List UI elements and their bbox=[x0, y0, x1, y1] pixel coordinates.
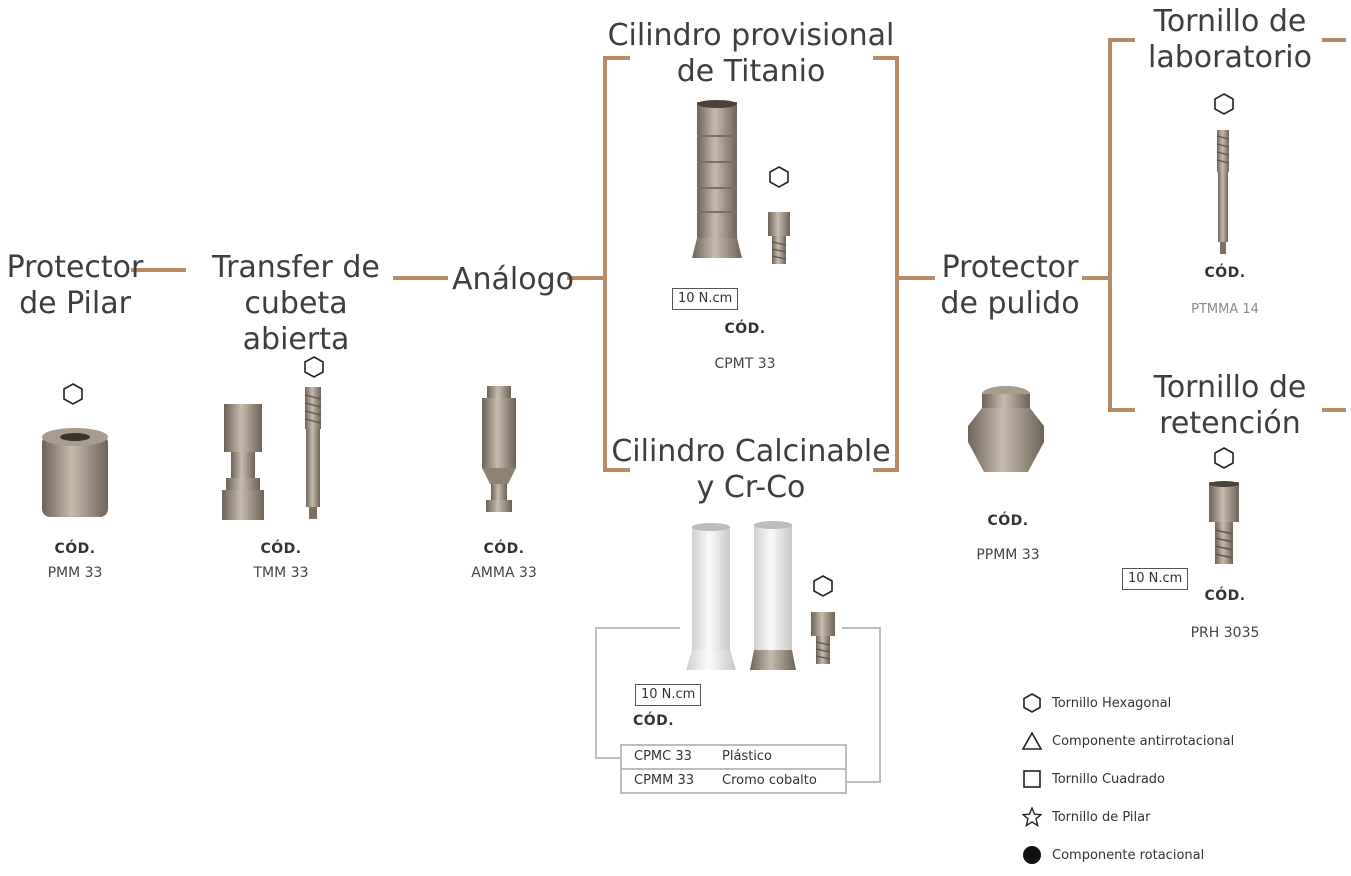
legend-item: Tornillo Hexagonal bbox=[1022, 692, 1234, 714]
calcinable-table: CPMC 33 Plástico CPMM 33 Cromo cobalto bbox=[620, 744, 847, 794]
transfer-image bbox=[222, 404, 264, 520]
legend-item: Tornillo de Pilar bbox=[1022, 806, 1234, 828]
transfer-screw-image bbox=[304, 387, 322, 519]
hexagon-icon bbox=[813, 575, 833, 597]
legend: Tornillo Hexagonal Componente antirrotac… bbox=[1022, 692, 1234, 866]
legend-item: Componente rotacional bbox=[1022, 844, 1234, 866]
torque-badge: 10 N.cm bbox=[672, 288, 739, 310]
code-cilindro-titanio: CPMT 33 bbox=[714, 356, 776, 372]
analogo-image bbox=[482, 386, 516, 512]
title-tornillo-retencion: Tornillo de retención bbox=[1153, 370, 1307, 441]
code-tornillo-laboratorio: PTMMA 14 bbox=[1191, 302, 1259, 317]
torque-badge: 10 N.cm bbox=[635, 684, 702, 706]
cod-label: CÓD. bbox=[724, 321, 766, 337]
code-tornillo-retencion: PRH 3035 bbox=[1190, 625, 1260, 641]
legend-label: Componente rotacional bbox=[1052, 847, 1205, 863]
title-protector-pilar: Protector de Pilar bbox=[6, 250, 144, 321]
protector-pilar-image bbox=[42, 428, 108, 517]
table-row: CPMC 33 Plástico bbox=[622, 746, 845, 768]
cod-label: CÓD. bbox=[54, 541, 96, 557]
legend-label: Tornillo de Pilar bbox=[1052, 809, 1151, 825]
cod-label: CÓD. bbox=[260, 541, 302, 557]
title-transfer: Transfer de cubeta abierta bbox=[212, 250, 380, 357]
code-protector-pilar: PMM 33 bbox=[47, 565, 103, 581]
table-cell-code: CPMM 33 bbox=[634, 773, 695, 788]
hexagon-icon bbox=[304, 356, 324, 378]
cilindro-titanio-screw-image bbox=[768, 212, 790, 264]
torque-badge: 10 N.cm bbox=[1122, 568, 1189, 590]
table-cell-code: CPMC 33 bbox=[634, 749, 692, 764]
hexagon-icon bbox=[769, 166, 789, 188]
cod-label: CÓD. bbox=[1204, 265, 1246, 281]
hexagon-icon bbox=[1214, 447, 1234, 469]
triangle-icon bbox=[1022, 731, 1042, 750]
hexagon-icon bbox=[63, 383, 83, 405]
title-protector-pulido: Protector de pulido bbox=[940, 250, 1080, 321]
cilindro-titanio-image bbox=[692, 100, 742, 258]
legend-item: Tornillo Cuadrado bbox=[1022, 768, 1234, 790]
protector-pulido-image bbox=[968, 386, 1044, 472]
legend-label: Tornillo Hexagonal bbox=[1052, 695, 1172, 711]
title-tornillo-laboratorio: Tornillo de laboratorio bbox=[1148, 4, 1312, 75]
title-cilindro-calcinable: Cilindro Calcinable y Cr-Co bbox=[611, 434, 891, 505]
cod-label: CÓD. bbox=[483, 541, 525, 557]
hexagon-icon bbox=[1023, 693, 1041, 713]
cilindro-calcinable-image bbox=[686, 521, 796, 670]
legend-label: Tornillo Cuadrado bbox=[1052, 771, 1166, 787]
square-icon bbox=[1023, 770, 1041, 788]
code-transfer: TMM 33 bbox=[253, 565, 309, 581]
tornillo-retencion-image bbox=[1209, 481, 1239, 564]
cod-label: CÓD. bbox=[1204, 588, 1246, 604]
star-icon bbox=[1022, 807, 1042, 827]
cod-label: CÓD. bbox=[633, 713, 675, 729]
code-analogo: AMMA 33 bbox=[471, 565, 537, 581]
title-analogo: Análogo bbox=[452, 262, 575, 297]
table-cell-material: Plástico bbox=[722, 749, 773, 764]
hexagon-icon bbox=[1214, 93, 1234, 115]
title-cilindro-titanio: Cilindro provisional de Titanio bbox=[607, 18, 895, 89]
filled-circle-icon bbox=[1023, 846, 1041, 864]
table-cell-material: Cromo cobalto bbox=[722, 773, 817, 788]
legend-item: Componente antirrotacional bbox=[1022, 730, 1234, 752]
tornillo-laboratorio-image bbox=[1216, 130, 1230, 254]
table-row: CPMM 33 Cromo cobalto bbox=[622, 768, 845, 792]
cilindro-calcinable-screw-image bbox=[811, 612, 835, 664]
cod-label: CÓD. bbox=[987, 513, 1029, 529]
legend-label: Componente antirrotacional bbox=[1052, 733, 1235, 749]
code-protector-pulido: PPMM 33 bbox=[976, 547, 1040, 563]
